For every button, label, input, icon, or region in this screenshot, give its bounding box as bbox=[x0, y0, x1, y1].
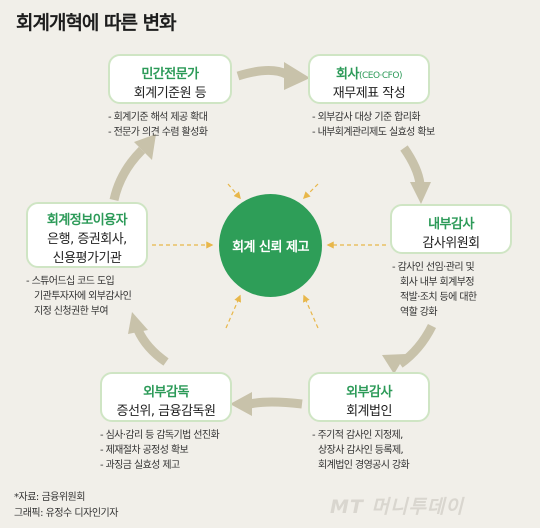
node-sub: 회계기준원 등 bbox=[133, 86, 207, 101]
note-line: 기관투자자에 외부감사인 bbox=[34, 291, 132, 302]
arrow-top-head bbox=[284, 62, 310, 90]
note-line: - 내부회계관리제도 실효성 확보 bbox=[312, 127, 435, 138]
dash-bottom-right bbox=[303, 294, 319, 329]
notes-company: - 외부감사 대상 기준 합리화 - 내부회계관리제도 실효성 확보 bbox=[312, 110, 435, 140]
note-line: 역할 강화 bbox=[400, 307, 438, 318]
notes-private-experts: - 회계기준 해석 제공 확대 - 전문가 의견 수렴 활성화 bbox=[108, 110, 208, 140]
source-note: *자료: 금융위원회 bbox=[14, 492, 85, 503]
node-head: 회사(CEO·CFO) bbox=[336, 67, 402, 82]
node-head: 회계정보이용자 bbox=[46, 213, 128, 228]
node-private-experts: 민간전문가 회계기준원 등 bbox=[108, 54, 232, 104]
watermark-logo: MT 머니투데이 bbox=[330, 496, 464, 518]
note-line: - 전문가 의견 수렴 활성화 bbox=[108, 127, 208, 138]
node-sub: 은행, 증권회사, bbox=[47, 232, 127, 247]
dash-top-left bbox=[227, 183, 241, 200]
note-line: 적발·조치 등에 대한 bbox=[400, 292, 477, 303]
note-line: 상장사 감사인 등록제, bbox=[318, 445, 404, 456]
note-line: - 감사인 선임·관리 및 bbox=[392, 262, 475, 273]
node-info-users: 회계정보이용자 은행, 증권회사, 신용평가기관 bbox=[26, 202, 148, 268]
arrow-top-right bbox=[400, 145, 425, 185]
node-sub: 신용평가기관 bbox=[52, 251, 122, 266]
node-head: 외부감사 bbox=[346, 385, 392, 400]
note-line: 지정 신청권한 부여 bbox=[34, 306, 109, 317]
arrow-bottom bbox=[249, 397, 303, 409]
arrow-top-right-head bbox=[410, 182, 431, 204]
notes-info-users: - 스튜어드십 코드 도입 기관투자자에 외부감사인 지정 신청권한 부여 bbox=[26, 274, 132, 319]
node-sub: 회계법인 bbox=[346, 404, 392, 419]
node-company: 회사(CEO·CFO) 재무제표 작성 bbox=[308, 54, 430, 104]
note-line: 회사 내부 회계부정 bbox=[400, 277, 475, 288]
notes-external-audit: - 주기적 감사인 지정제, 상장사 감사인 등록제, 회계법인 경영공시 강화 bbox=[312, 428, 410, 473]
note-line: - 회계기준 해석 제공 확대 bbox=[108, 112, 208, 123]
node-external-supervision: 외부감독 증선위, 금융감독원 bbox=[100, 372, 232, 422]
arrow-right-lower bbox=[397, 323, 437, 368]
node-external-audit: 외부감사 회계법인 bbox=[308, 372, 430, 422]
node-sub: 증선위, 금융감독원 bbox=[116, 404, 216, 419]
node-head: 내부감사 bbox=[428, 217, 474, 232]
node-head: 민간전문가 bbox=[141, 67, 199, 82]
note-line: - 제재절차 공정성 확보 bbox=[100, 445, 189, 456]
arrow-right-lower-head bbox=[382, 354, 406, 374]
graphic-credit: 그래픽: 유정수 디자인기자 bbox=[14, 508, 118, 519]
note-line: - 과징금 실효성 제고 bbox=[100, 460, 180, 471]
arrow-bottom-left-head bbox=[128, 312, 148, 334]
node-head: 외부감독 bbox=[143, 385, 189, 400]
notes-external-supervision: - 심사·감리 등 감독기법 선진화 - 제재절차 공정성 확보 - 과징금 실… bbox=[100, 428, 220, 473]
dash-bottom-left bbox=[225, 294, 241, 329]
node-sub: 재무제표 작성 bbox=[332, 86, 406, 101]
center-circle: 회계 신뢰 제고 bbox=[219, 194, 322, 297]
arrow-left-upper bbox=[109, 146, 146, 202]
note-line: - 심사·감리 등 감독기법 선진화 bbox=[100, 430, 220, 441]
note-line: - 스튜어드십 코드 도입 bbox=[26, 276, 115, 287]
note-line: - 외부감사 대상 기준 합리화 bbox=[312, 112, 421, 123]
notes-internal-audit: - 감사인 선임·관리 및 회사 내부 회계부정 적발·조치 등에 대한 역할 … bbox=[392, 260, 477, 320]
node-internal-audit: 내부감사 감사위원회 bbox=[390, 204, 512, 254]
note-line: - 주기적 감사인 지정제, bbox=[312, 430, 403, 441]
dash-top-right bbox=[302, 183, 319, 200]
arrow-left-upper-head bbox=[134, 134, 156, 160]
arrow-top bbox=[236, 66, 289, 81]
page-title: 회계개혁에 따른 변화 bbox=[16, 12, 177, 34]
node-sub: 감사위원회 bbox=[422, 236, 480, 251]
arrow-bottom-head bbox=[230, 392, 252, 416]
note-line: 회계법인 경영공시 강화 bbox=[318, 460, 410, 471]
arrow-bottom-left bbox=[133, 328, 169, 366]
